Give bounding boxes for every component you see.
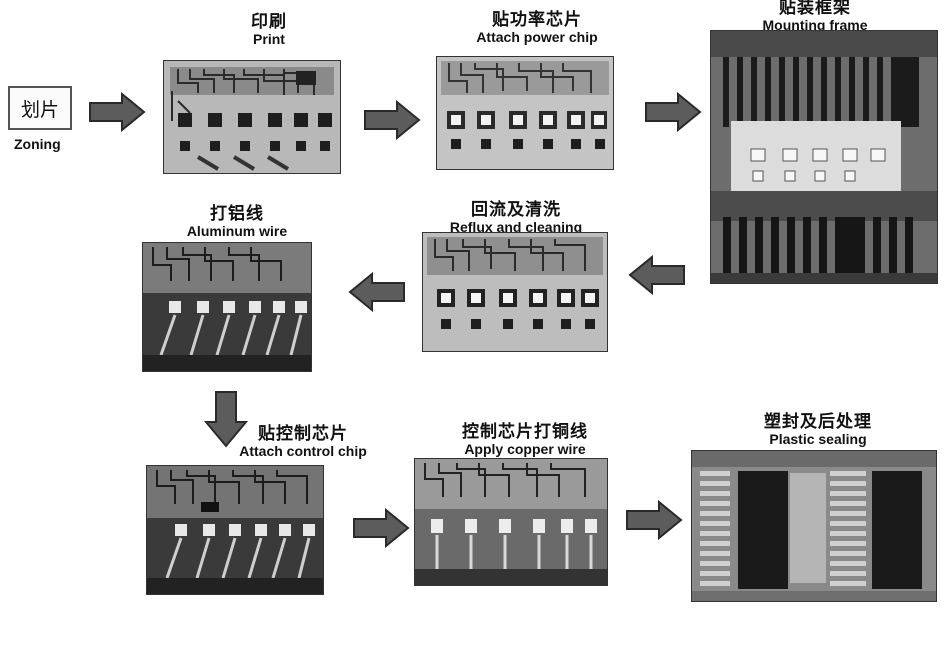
caption-plastic-sealing: 塑封及后处理 Plastic sealing (748, 412, 888, 447)
caption-mounting-frame-cn: 贴装框架 (779, 0, 851, 18)
caption-attach-control-chip: 贴控制芯片 Attach control chip (228, 424, 378, 459)
caption-print-en: Print (253, 30, 285, 47)
photo-aluminum-wire (142, 242, 312, 372)
arrow-right-4 (352, 508, 410, 548)
caption-attach-power-chip-cn: 贴功率芯片 (492, 10, 582, 30)
caption-attach-power-chip-en: Attach power chip (476, 28, 598, 45)
caption-aluminum-wire-cn: 打铝线 (210, 204, 264, 224)
caption-plastic-sealing-cn: 塑封及后处理 (764, 412, 872, 432)
zoning-cn-label: 划片 (20, 98, 59, 121)
caption-plastic-sealing-en: Plastic sealing (769, 430, 867, 447)
photo-attach-power-chip (436, 56, 614, 170)
caption-aluminum-wire-en: Aluminum wire (186, 222, 288, 239)
photo-mounting-frame (710, 30, 938, 284)
arrow-right-5 (625, 500, 683, 540)
caption-attach-control-chip-en: Attach control chip (239, 442, 367, 459)
caption-reflux-cleaning: 回流及清洗 Reflux and cleaning (436, 200, 596, 235)
arrow-down-1 (204, 390, 248, 448)
arrow-right-3 (644, 92, 702, 132)
caption-print-cn: 印刷 (251, 12, 287, 32)
caption-attach-control-chip-cn: 贴控制芯片 (258, 424, 348, 444)
zoning-box: 划片 (8, 86, 72, 130)
arrow-left-1 (628, 255, 686, 295)
caption-print: 印刷 Print (224, 12, 314, 47)
photo-plastic-sealing (691, 450, 937, 602)
caption-apply-copper-wire: 控制芯片打铜线 Apply copper wire (450, 422, 600, 457)
caption-apply-copper-wire-en: Apply copper wire (464, 440, 586, 457)
caption-mounting-frame-en: Mounting frame (762, 16, 868, 33)
photo-apply-copper-wire (414, 458, 608, 586)
caption-attach-power-chip: 贴功率芯片 Attach power chip (462, 10, 612, 45)
photo-print (163, 60, 341, 174)
photo-attach-control-chip (146, 465, 324, 595)
caption-reflux-cleaning-cn: 回流及清洗 (471, 200, 561, 220)
zoning-en-label: Zoning (14, 136, 61, 152)
caption-mounting-frame: 贴装框架 Mounting frame (750, 0, 880, 33)
caption-reflux-cleaning-en: Reflux and cleaning (449, 218, 583, 235)
arrow-left-2 (348, 272, 406, 312)
caption-apply-copper-wire-cn: 控制芯片打铜线 (462, 422, 588, 442)
photo-reflux-cleaning (422, 232, 608, 352)
arrow-right-2 (363, 100, 421, 140)
caption-aluminum-wire: 打铝线 Aluminum wire (172, 204, 302, 239)
arrow-right-1 (88, 92, 146, 132)
